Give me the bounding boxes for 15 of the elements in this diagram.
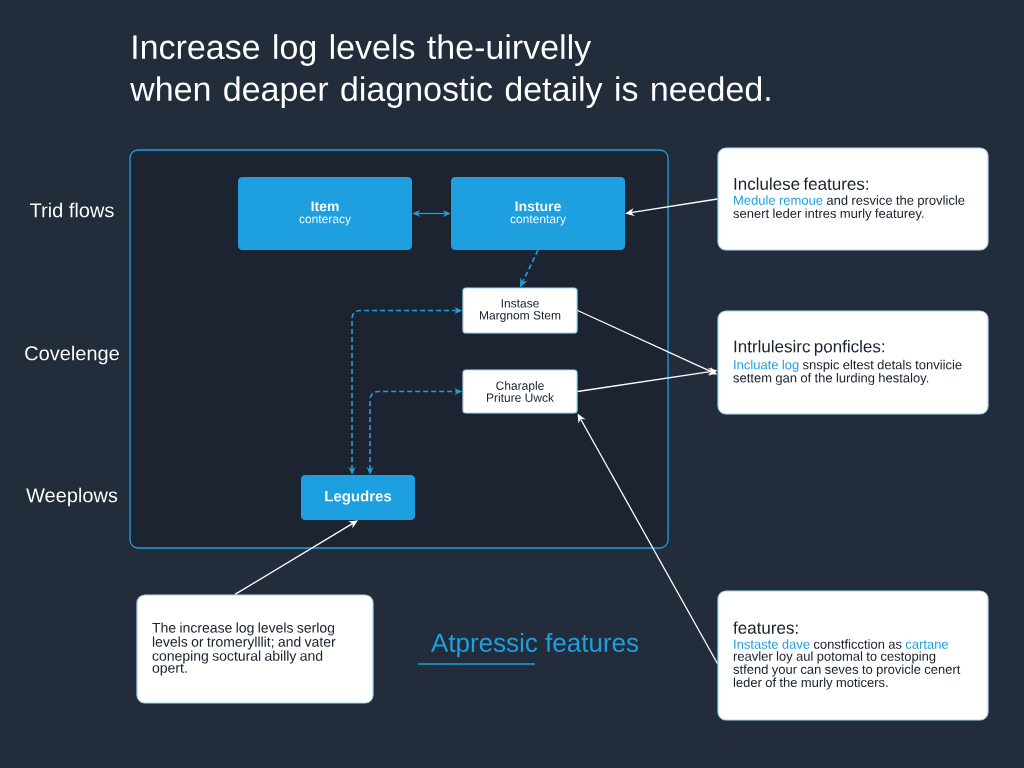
process-box: Legudres [301,475,415,520]
arrow [234,520,358,596]
row-label: Covelenge [25,345,119,365]
callout-card: The increase log levels serlog levels or tromerylllit; and vater coneping soctural abilly and opert. [136,594,374,704]
callout-card: Inclulese features: Medule remoue and resvice the provlicle senert leder intres murly featurey. [717,147,989,251]
process-box: Charaple Priture Uwck [462,369,578,414]
title: Increase log levels the-uirvelly when deaper diagnostic detaily is needed. [130,34,770,108]
row-label: Weeplows [26,487,118,507]
process-box: Insture contentary [451,177,625,250]
section-heading: Atpressic features [431,632,639,658]
process-box: Item conteracy [238,177,412,250]
row-label: Trid flows [30,202,114,218]
process-box: Instase Margnom Stem [462,287,578,334]
callout-card: features: Instaste dave constficction as cartane reavler loy aul potomal to cestoping stfend your can seves to provicle cenert leder of the murly moticers. [717,590,989,721]
callout-card: Intrlulesirc ponficles: Incluate log snspic eltest detals tonviicie settem gan of the lurding hestaloy. [717,310,989,415]
